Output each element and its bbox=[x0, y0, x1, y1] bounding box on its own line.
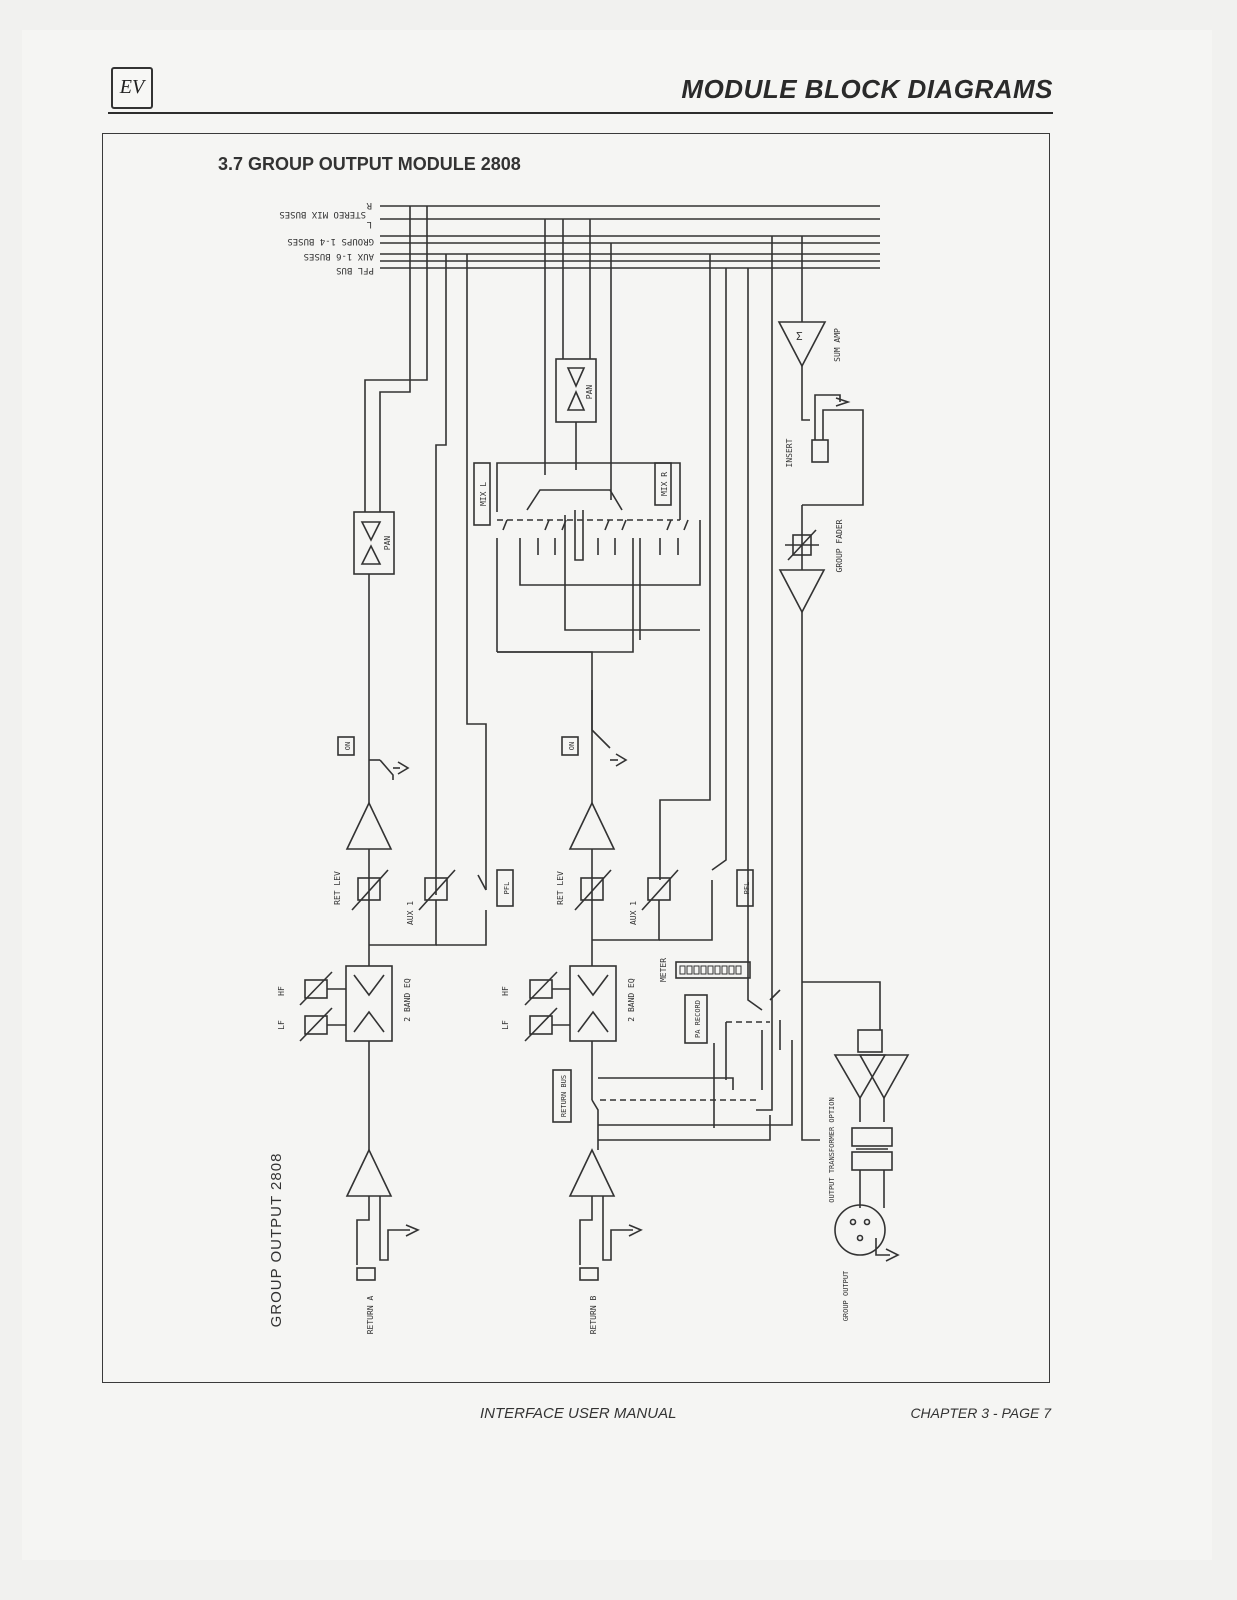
on-b-label: ON bbox=[568, 742, 576, 750]
hf-a-label: HF bbox=[277, 986, 286, 996]
section-title: 3.7 GROUP OUTPUT MODULE 2808 bbox=[218, 154, 521, 174]
header-divider bbox=[108, 112, 1053, 114]
mix-l-label: MIX L bbox=[479, 482, 488, 506]
pan-upper-label: PAN bbox=[585, 385, 594, 400]
channel-a-chain: ON RET LEV AUX 1 PFL 2 BAND EQ HF LF RET… bbox=[277, 736, 514, 1335]
meter-section: METER PA RECORD bbox=[598, 236, 793, 1141]
bus-label-groups: GROUPS 1-4 BUSES bbox=[287, 236, 374, 246]
eq-b-label: 2 BAND EQ bbox=[627, 978, 636, 1022]
pfl-b-label: PFL bbox=[743, 882, 751, 895]
page-background bbox=[22, 30, 1212, 1560]
lf-a-label: LF bbox=[277, 1020, 286, 1030]
hf-b-label: HF bbox=[501, 986, 510, 996]
footer-manual: INTERFACE USER MANUAL bbox=[480, 1405, 677, 1422]
aux-b-label: AUX 1 bbox=[629, 901, 638, 925]
on-a-label: ON bbox=[344, 742, 352, 750]
svg-text:Σ: Σ bbox=[796, 330, 803, 343]
mix-r-label: MIX R bbox=[660, 472, 669, 496]
aux-a-label: AUX 1 bbox=[406, 901, 415, 925]
sum-amp-chain: Σ SUM AMP INSERT GROUP FADER bbox=[777, 236, 864, 1141]
sum-amp-label: SUM AMP bbox=[833, 328, 842, 362]
bus-label-aux: AUX 1-6 BUSES bbox=[304, 251, 374, 261]
pan-lower-label: PAN bbox=[383, 536, 392, 551]
group-fader-label: GROUP FADER bbox=[835, 519, 844, 572]
transformer-label: OUTPUT TRANSFORMER OPTION bbox=[828, 1097, 836, 1202]
output-section: OUTPUT TRANSFORMER OPTION GROUP OUTPUT bbox=[802, 981, 910, 1321]
bus-lines bbox=[380, 205, 880, 269]
footer-page: CHAPTER 3 - PAGE 7 bbox=[910, 1405, 1051, 1421]
pfl-a-label: PFL bbox=[503, 882, 511, 895]
return-a-label: RETURN A bbox=[366, 1296, 375, 1335]
bus-label-stereo: STEREO MIX BUSES bbox=[279, 209, 366, 219]
eq-a-label: 2 BAND EQ bbox=[403, 978, 412, 1022]
ret-lev-a-label: RET LEV bbox=[333, 871, 342, 905]
diagram-frame bbox=[102, 133, 1050, 1383]
pa-record-label: PA RECORD bbox=[694, 1000, 702, 1038]
page-header-title: MODULE BLOCK DIAGRAMS bbox=[681, 74, 1053, 104]
return-bus-label: RETURN BUS bbox=[560, 1075, 568, 1117]
pan-upper: PAN bbox=[544, 219, 612, 500]
group-output-label: GROUP OUTPUT bbox=[842, 1270, 850, 1321]
insert-label: INSERT bbox=[785, 438, 794, 467]
ev-logo: EV bbox=[111, 67, 153, 109]
side-title: GROUP OUTPUT 2808 bbox=[268, 1153, 285, 1328]
pan-lower: PAN bbox=[353, 511, 395, 575]
channel-a-wiring bbox=[364, 206, 487, 895]
bus-labels: R STEREO MIX BUSES L GROUPS 1-4 BUSES AU… bbox=[279, 200, 374, 275]
bus-label-r: R bbox=[366, 200, 372, 210]
return-b-label: RETURN B bbox=[589, 1296, 598, 1335]
bus-label-l: L bbox=[367, 219, 372, 229]
ret-lev-b-label: RET LEV bbox=[556, 871, 565, 905]
channel-b-chain: ON RET LEV AUX 1 PFL 2 BAND EQ HF LF RET… bbox=[497, 254, 754, 1335]
meter-label: METER bbox=[659, 958, 668, 982]
mix-switch-bank: MIX L MIX R bbox=[473, 462, 701, 653]
bus-label-pfl: PFL BUS bbox=[336, 265, 374, 275]
lf-b-label: LF bbox=[501, 1020, 510, 1030]
